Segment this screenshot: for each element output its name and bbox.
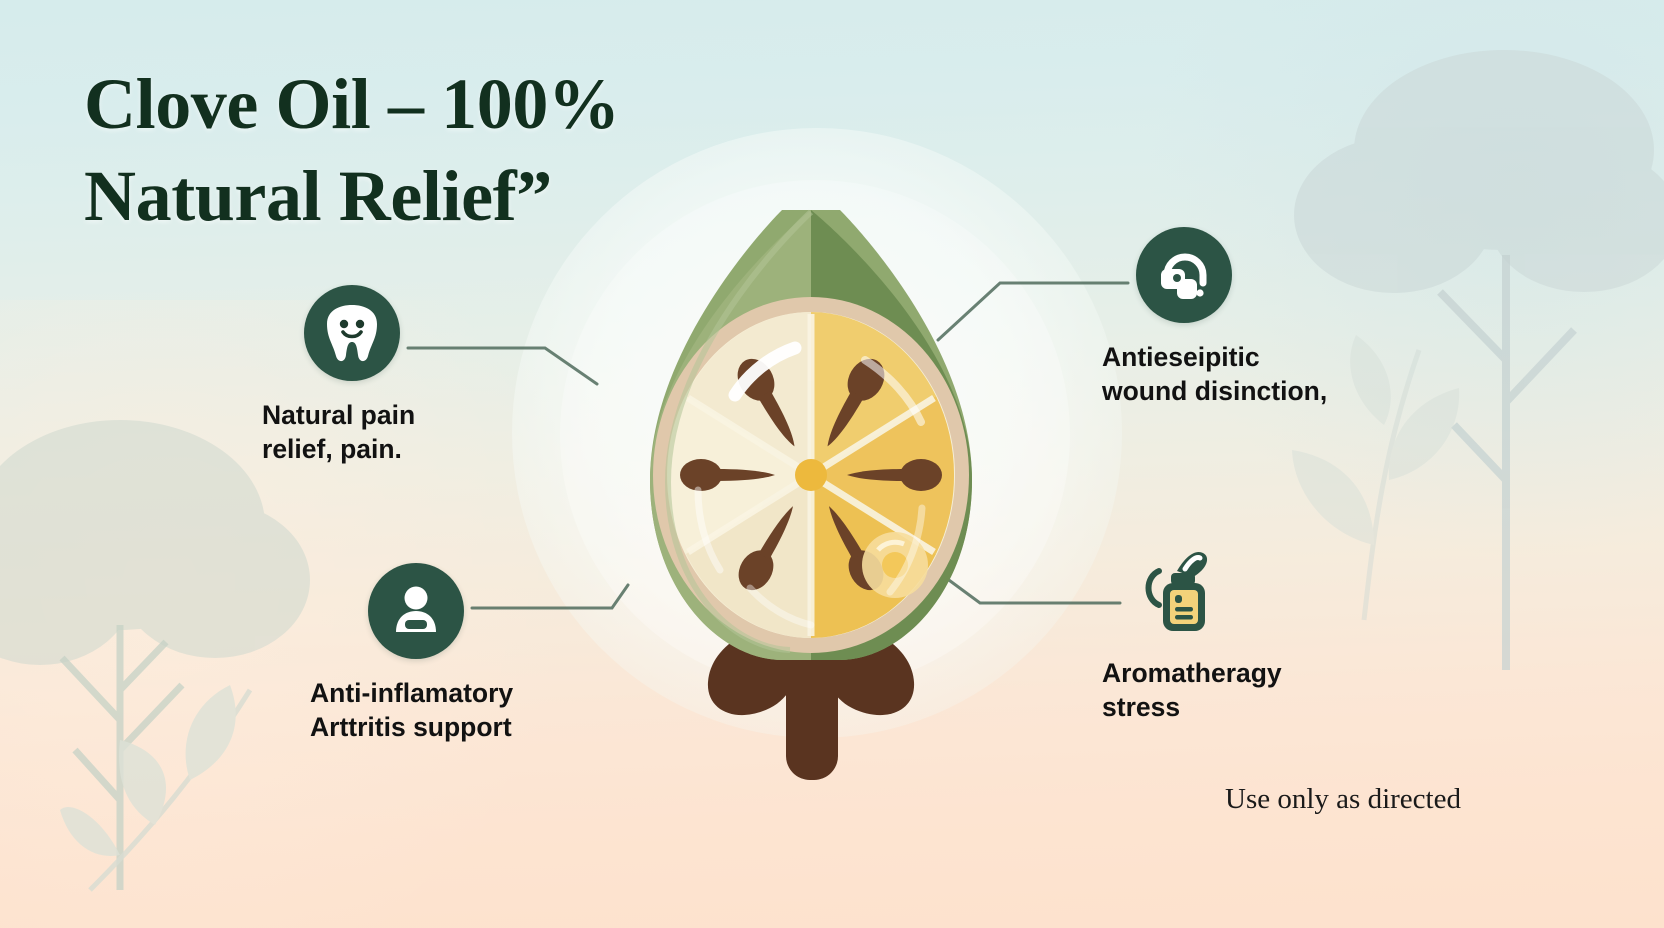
page-title: Clove Oil – 100% Natural Relief” <box>84 58 724 242</box>
clove-center-dot <box>795 459 827 491</box>
husk-rim-light <box>664 209 814 653</box>
clove-buds <box>680 358 942 591</box>
gloss-highlights <box>694 341 926 629</box>
label-natural-pain-relief: Natural pain relief, pain. <box>262 399 415 467</box>
badge-antiseptic <box>1136 227 1232 323</box>
label-aromatherapy: Aromatheragy stress <box>1102 657 1282 725</box>
person-torso-icon <box>396 586 436 632</box>
label-anti-inflammatory: Anti-inflamatory Arttritis support <box>310 677 513 745</box>
tooth-smile-icon <box>327 305 377 362</box>
title-line-2: Natural Relief” <box>84 156 552 237</box>
antiseptic-bandage-icon <box>1161 253 1207 299</box>
badge-anti-inflammatory <box>368 563 464 659</box>
callout-natural-pain-relief[interactable]: Natural pain relief, pain. <box>262 285 415 467</box>
label-line-2: relief, pain. <box>262 433 402 464</box>
callout-antiseptic[interactable]: Antieseipitic wound disinction, <box>1102 227 1327 409</box>
leaf-sprig-right <box>1292 335 1460 621</box>
label-line-2: Arttritis support <box>310 711 512 742</box>
oil-bottle-dropper-icon <box>1145 551 1208 631</box>
footer-disclaimer: Use only as directed <box>1225 783 1461 815</box>
title-line-1: Clove Oil – 100% <box>84 64 620 144</box>
connector-tooth <box>406 346 599 386</box>
label-antiseptic: Antieseipitic wound disinction, <box>1102 341 1327 409</box>
label-line-1: Natural pain <box>262 400 416 430</box>
badge-aromatherapy <box>1128 543 1224 639</box>
callout-anti-inflammatory[interactable]: Anti-inflamatory Arttritis support <box>310 563 513 745</box>
label-line-1: Antieseipitic <box>1102 342 1260 372</box>
label-line-1: Anti-inflamatory <box>310 678 514 708</box>
connector-antiseptic <box>936 281 1130 342</box>
clove-bud-illustration <box>650 209 972 780</box>
label-line-2: wound disinction, <box>1102 375 1328 406</box>
callout-aromatherapy[interactable]: Aromatheragy stress <box>1102 543 1282 725</box>
connector-aromatherapy <box>936 570 1122 605</box>
label-line-1: Aromatheragy <box>1102 658 1282 688</box>
tree-silhouette-left <box>0 420 310 890</box>
badge-tooth <box>304 285 400 381</box>
tree-silhouette-right <box>1294 50 1664 670</box>
label-line-2: stress <box>1102 691 1181 722</box>
leaf-sprig-left <box>60 685 253 892</box>
connector-antiinflammatory <box>470 583 630 610</box>
